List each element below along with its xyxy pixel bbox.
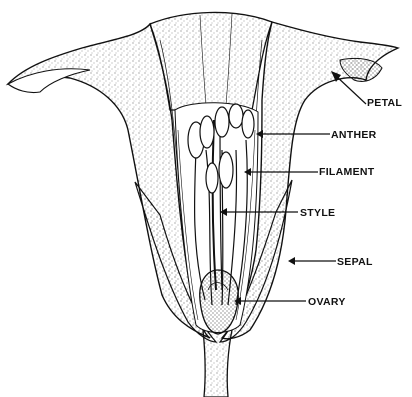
petal-label: PETAL bbox=[367, 97, 402, 109]
sepal-label: SEPAL bbox=[337, 256, 373, 268]
filament-label: FILAMENT bbox=[319, 166, 374, 178]
ovary-label: OVARY bbox=[308, 296, 346, 308]
style-label: STYLE bbox=[300, 207, 335, 219]
anther-label: ANTHER bbox=[331, 129, 377, 141]
